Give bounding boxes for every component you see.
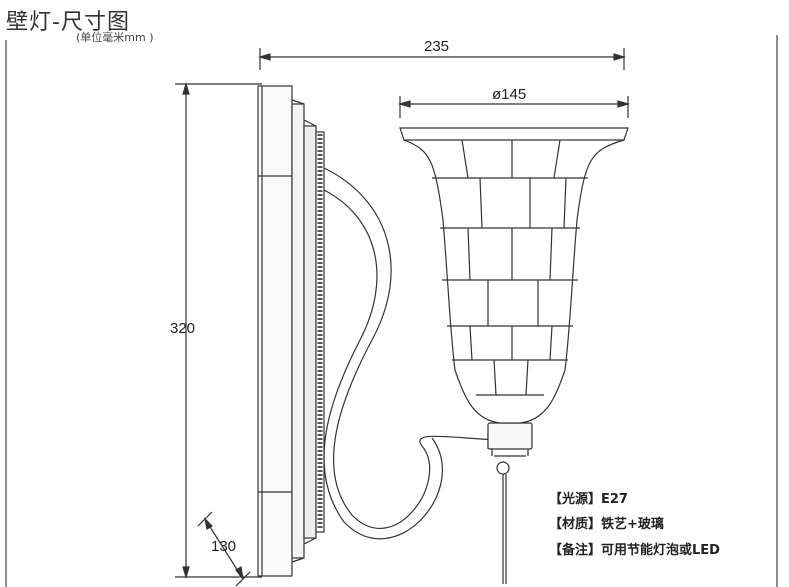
page-title: 壁灯-尺寸图: [6, 10, 130, 35]
shade-diameter-dimension-line: [397, 96, 631, 118]
shade-diameter-label: ø145: [492, 86, 527, 103]
wall-back-plate: [257, 85, 325, 577]
height-dimension-line: [175, 81, 262, 580]
unit-note: (单位毫米mm ): [76, 31, 154, 44]
lamp-socket: [487, 422, 533, 584]
glass-shade: [399, 127, 629, 424]
width-dimension-label: 235: [424, 38, 450, 55]
depth-dimension-line: [197, 511, 251, 587]
spec-note: 【备注】可用节能灯泡或LED: [549, 543, 720, 558]
spec-material: 【材质】铁艺+玻璃: [549, 517, 664, 532]
spec-light-source: 【光源】E27: [549, 492, 628, 507]
height-dimension-label: 320: [170, 320, 196, 337]
width-dimension-line: [257, 48, 627, 70]
depth-dimension-label: 130: [211, 538, 237, 555]
